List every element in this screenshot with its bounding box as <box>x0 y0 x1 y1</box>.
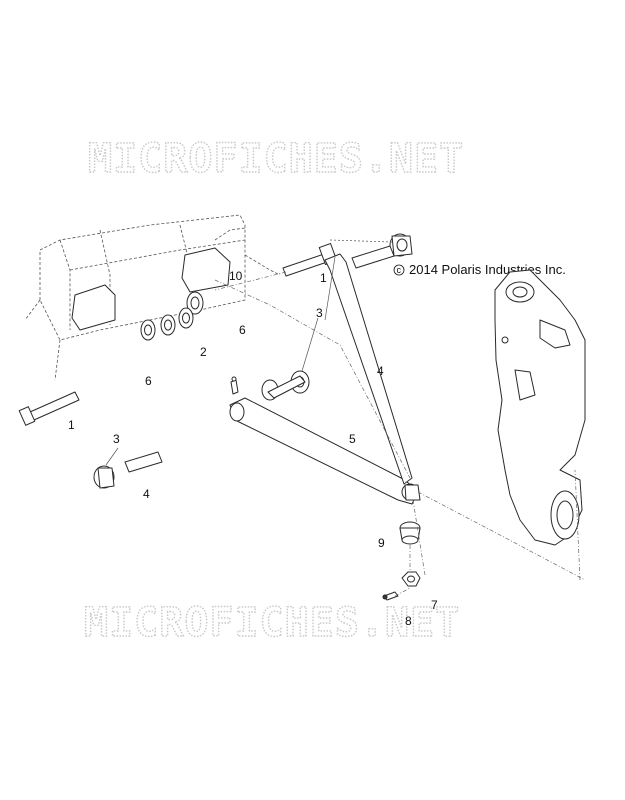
cotter-clip <box>382 591 399 601</box>
copyright-notice: c 2014 Polaris Industries Inc. <box>393 262 566 277</box>
callout-8: 8 <box>405 614 412 628</box>
bushing-left <box>93 465 115 489</box>
sleeve-left <box>124 451 163 473</box>
castle-nut <box>401 571 421 587</box>
callout-9: 9 <box>378 536 385 550</box>
washer-lower <box>140 319 156 341</box>
sleeve-upper <box>351 245 395 269</box>
callout-7: 7 <box>431 598 438 612</box>
callout-3-lower: 3 <box>113 432 120 446</box>
callout-1-lower: 1 <box>68 418 75 432</box>
bolt-lower-left <box>18 391 80 426</box>
copyright-text: 2014 Polaris Industries Inc. <box>409 262 566 277</box>
callout-1-upper: 1 <box>320 271 327 285</box>
watermark-top: MICROFICHES.NET <box>88 136 464 182</box>
steering-knuckle <box>494 269 586 546</box>
callout-4-lower: 4 <box>143 487 150 501</box>
spacer-pair <box>160 307 194 336</box>
leader-lines <box>105 239 586 597</box>
bushing-upper-right <box>389 233 413 257</box>
washer-upper <box>186 291 204 315</box>
callout-10: 10 <box>229 269 243 283</box>
ball-joint-cover <box>399 521 421 545</box>
copyright-symbol: c <box>397 265 402 275</box>
callout-4-upper: 4 <box>377 364 384 378</box>
frame-section <box>24 214 281 381</box>
callout-6-lower: 6 <box>145 374 152 388</box>
watermark-bottom: MICROFICHES.NET <box>84 600 460 646</box>
control-arm <box>229 253 421 505</box>
callout-5: 5 <box>349 432 356 446</box>
callout-6-upper: 6 <box>239 323 246 337</box>
callout-2: 2 <box>200 345 207 359</box>
bolt-upper <box>214 242 338 291</box>
grease-fitting <box>230 376 239 395</box>
callout-3-upper: 3 <box>316 306 323 320</box>
